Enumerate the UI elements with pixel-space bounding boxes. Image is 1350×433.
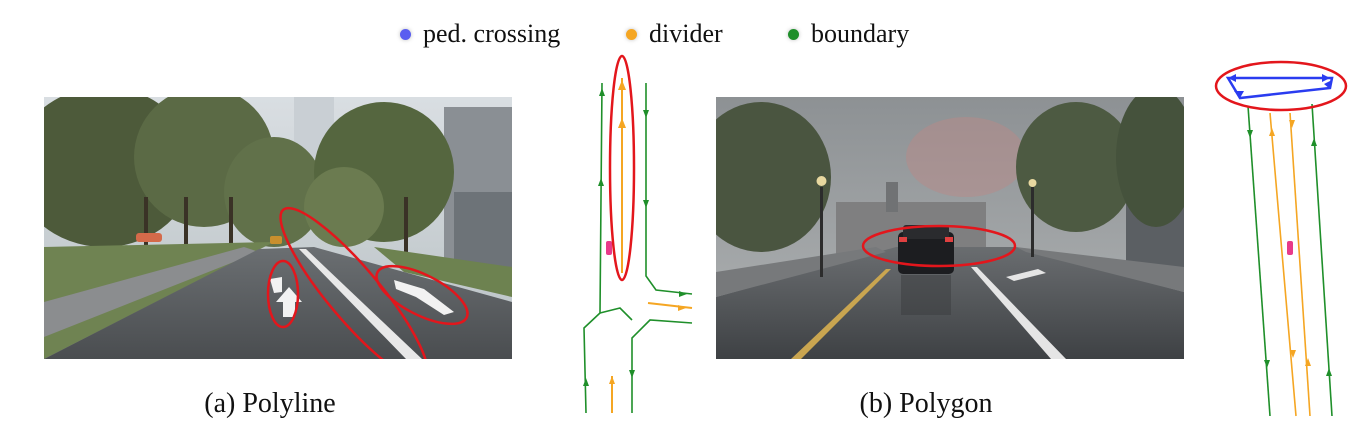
legend: ped. crossing divider boundary (0, 14, 1350, 54)
rainy-street-illustration (716, 97, 1184, 359)
boundary-dot-icon (788, 29, 799, 40)
legend-label: ped. crossing (423, 19, 560, 49)
camera-image-polygon (716, 97, 1184, 359)
road-scene-illustration (44, 97, 512, 359)
ego-vehicle-icon (1287, 241, 1293, 255)
legend-item-ped-crossing: ped. crossing (400, 14, 560, 54)
ped-crossing-dot-icon (400, 29, 411, 40)
legend-item-boundary: boundary (788, 14, 909, 54)
vector-map-polyline (570, 58, 700, 423)
ego-vehicle-icon (606, 241, 612, 255)
vector-map-polygon (1210, 58, 1350, 423)
camera-image-polyline (44, 97, 512, 359)
divider-dot-icon (626, 29, 637, 40)
legend-item-divider: divider (626, 14, 723, 54)
legend-label: divider (649, 19, 723, 49)
legend-label: boundary (811, 19, 909, 49)
caption-polyline: (a) Polyline (144, 388, 396, 420)
caption-polygon: (b) Polygon (800, 388, 1052, 420)
